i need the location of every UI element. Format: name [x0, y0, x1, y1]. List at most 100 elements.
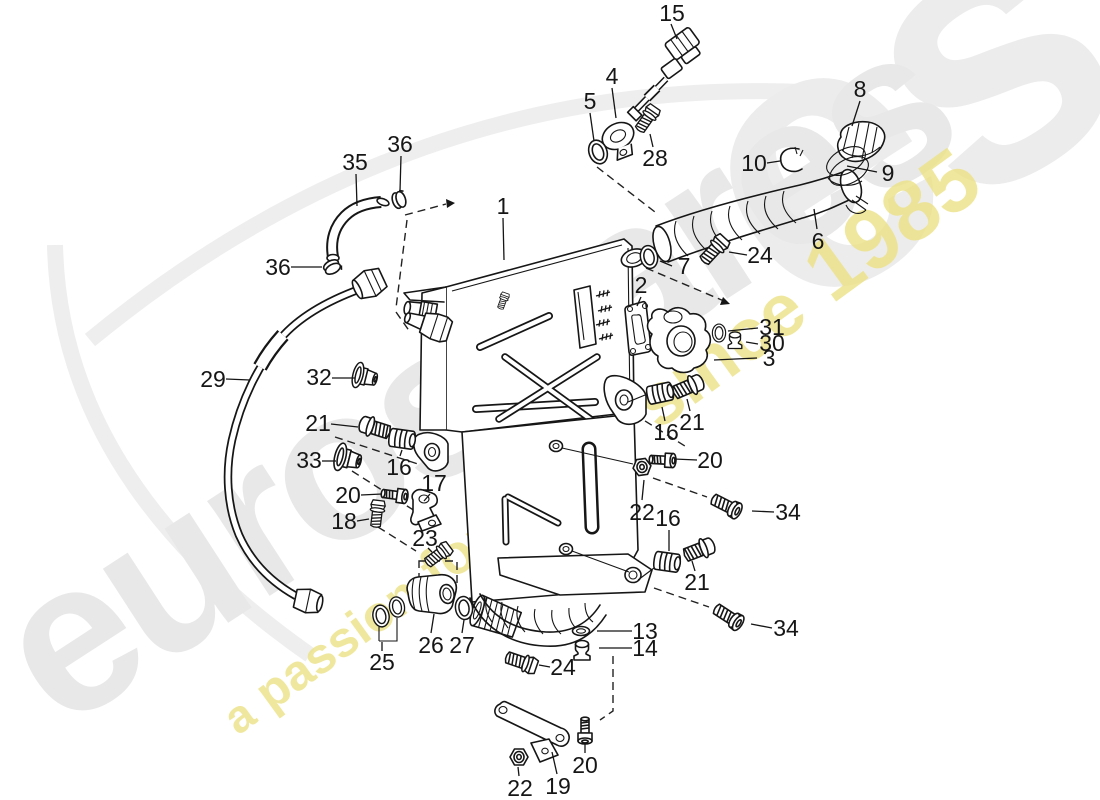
- callout-29-18: 29: [200, 366, 251, 392]
- spacer-20a-icon: [648, 451, 678, 469]
- svg-text:33: 33: [296, 447, 322, 473]
- svg-text:3: 3: [763, 345, 776, 371]
- callout-36-15: 36: [387, 131, 413, 192]
- callout-20-41: 20: [572, 743, 598, 778]
- svg-text:1: 1: [497, 193, 510, 219]
- svg-text:21: 21: [305, 410, 331, 436]
- callout-14-32: 14: [599, 635, 658, 661]
- svg-text:34: 34: [775, 499, 801, 525]
- svg-text:22: 22: [507, 775, 533, 800]
- screw-34a-icon: [707, 490, 746, 522]
- hose-clamp-36a-icon: [389, 188, 409, 211]
- svg-text:20: 20: [335, 482, 361, 508]
- svg-text:7: 7: [678, 253, 691, 279]
- svg-text:25: 25: [369, 649, 395, 675]
- callout-16-22: 16: [386, 449, 412, 480]
- svg-text:20: 20: [697, 447, 723, 473]
- watermark-arc-top: [84, 83, 851, 347]
- screw-21b-icon: [680, 534, 719, 566]
- callout-25-29: 25: [369, 642, 395, 675]
- oil-pipe-drawing: [223, 267, 388, 614]
- callout-21-39: 21: [684, 560, 710, 595]
- svg-text:14: 14: [632, 635, 658, 661]
- svg-text:36: 36: [265, 254, 291, 280]
- callout-10-5: 10: [741, 150, 781, 176]
- callout-6-7: 6: [812, 208, 825, 254]
- svg-text:16: 16: [653, 419, 679, 445]
- bushing-16b-icon: [652, 550, 683, 574]
- oil-level-sensor-drawing: [626, 27, 701, 122]
- callout-24-30: 24: [538, 654, 576, 680]
- svg-text:9: 9: [882, 160, 895, 186]
- nut-22b-icon: [509, 748, 529, 766]
- svg-text:4: 4: [606, 63, 619, 89]
- callout-16-38: 16: [655, 505, 681, 551]
- oring-31-icon: [711, 323, 727, 343]
- svg-text:21: 21: [679, 409, 705, 435]
- callout-13-31: 13: [597, 618, 658, 644]
- callout-36-17: 36: [265, 254, 322, 280]
- screw-34b-icon: [709, 600, 748, 634]
- callout-19-42: 19: [545, 751, 571, 799]
- svg-text:17: 17: [421, 470, 447, 496]
- plug-14-icon: [573, 639, 591, 661]
- retaining-clip-drawing: [779, 146, 804, 173]
- svg-text:23: 23: [412, 525, 438, 551]
- callout-33-21: 33: [296, 447, 336, 473]
- hose-clamp-36b-icon: [321, 256, 345, 278]
- callout-3-13: 3: [713, 345, 776, 371]
- svg-text:19: 19: [545, 773, 571, 799]
- callout-17-23: 17: [421, 470, 447, 502]
- callout-16-33: 16: [653, 406, 679, 445]
- callout-23-26: 23: [412, 525, 438, 553]
- callout-34-40: 34: [750, 615, 799, 641]
- callout-34-37: 34: [751, 499, 801, 525]
- filler-neck-drawing: [652, 168, 869, 263]
- svg-text:34: 34: [773, 615, 799, 641]
- svg-text:13: 13: [632, 618, 658, 644]
- callout-8-4: 8: [851, 76, 866, 127]
- callout-27-28: 27: [449, 619, 475, 658]
- callout-4-1: 4: [606, 63, 619, 119]
- screw-20b-icon: [577, 716, 593, 745]
- washer-13-drawing: [571, 625, 591, 637]
- callout-20-35: 20: [673, 447, 723, 473]
- svg-text:5: 5: [584, 88, 597, 114]
- svg-text:29: 29: [200, 366, 226, 392]
- callout-35-16: 35: [342, 149, 368, 207]
- svg-text:15: 15: [659, 0, 685, 26]
- svg-text:28: 28: [642, 145, 668, 171]
- callout-22-43: 22: [507, 766, 533, 800]
- bushing-16c-icon: [387, 427, 418, 451]
- callout-31-11: 31: [727, 314, 785, 340]
- callout-28-3: 28: [642, 133, 668, 171]
- svg-text:31: 31: [759, 314, 785, 340]
- sensor-clamp-drawing: [601, 121, 635, 161]
- svg-text:16: 16: [386, 454, 412, 480]
- callout-21-20: 21: [305, 410, 359, 436]
- thermostat-housing-drawing: [646, 306, 712, 374]
- svg-text:22: 22: [629, 499, 655, 525]
- svg-text:35: 35: [342, 149, 368, 175]
- cap-spring-drawing: [826, 145, 869, 187]
- callout-7-9: 7: [659, 253, 691, 279]
- svg-text:18: 18: [331, 508, 357, 534]
- callout-5-2: 5: [584, 88, 597, 142]
- svg-text:6: 6: [812, 228, 825, 254]
- callout-21-34: 21: [679, 398, 705, 435]
- watermark-arc-left: [47, 244, 315, 662]
- bracket-19-drawing: [494, 700, 570, 763]
- oil-cap-drawing: [836, 120, 886, 163]
- callout-24-8: 24: [728, 242, 773, 268]
- elbow-fitting-drawing: [406, 573, 458, 615]
- vent-hose-drawing: [326, 196, 390, 263]
- clamp-17-drawing: [410, 488, 442, 532]
- svg-text:24: 24: [550, 654, 576, 680]
- svg-text:30: 30: [759, 330, 785, 356]
- oil-tank-drawing: [403, 238, 659, 647]
- callout-22-36: 22: [629, 479, 655, 525]
- svg-text:20: 20: [572, 752, 598, 778]
- svg-text:2: 2: [635, 272, 648, 298]
